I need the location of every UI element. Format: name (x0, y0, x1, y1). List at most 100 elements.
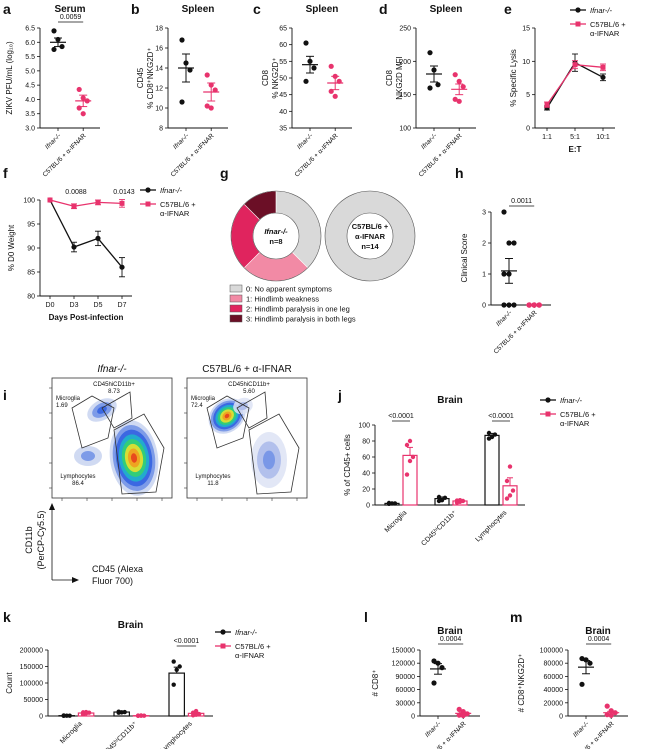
y-tick-label: 50 (279, 76, 287, 83)
data-point (51, 28, 57, 34)
p-value: <0.0001 (488, 413, 514, 420)
y-axis-label: CD8 (385, 69, 394, 86)
series-marker (95, 199, 101, 205)
series-marker (544, 102, 550, 108)
data-point (511, 302, 517, 308)
y-tick-label: 150000 (20, 664, 43, 671)
gate-outline (113, 413, 165, 495)
y-tick-label: 65 (279, 26, 287, 33)
y-axis-label: # CD8⁺NKG2D⁺ (517, 654, 526, 713)
data-point (177, 664, 182, 669)
panel-letter-i: i (3, 387, 7, 403)
y-tick-label: 100000 (540, 648, 563, 655)
y-tick-label: 200000 (20, 648, 43, 655)
y-tick-label: 120000 (392, 661, 415, 668)
series-marker (119, 200, 125, 206)
y-tick-label: 0 (526, 126, 530, 133)
legend-swatch (229, 314, 243, 323)
data-point (427, 50, 433, 56)
legend-marker (545, 411, 551, 417)
series-marker (71, 203, 77, 209)
data-point (76, 86, 82, 93)
y-tick-label: 5.0 (25, 68, 35, 75)
category-label: C57BL/6 + α-IFNAR (493, 309, 539, 355)
category-label: C57BL/6 + α-IFNAR (294, 132, 340, 178)
y-axis-label: % NKG2D⁺ (271, 57, 280, 98)
data-point (452, 72, 458, 78)
category-label: C57BL/6 + α-IFNAR (42, 132, 88, 178)
y-tick-label: 100000 (20, 681, 43, 688)
legend-f: Ifnar-/-C57BL/6 +α-IFNAR (140, 186, 196, 218)
legend-marker (545, 397, 551, 403)
data-point (193, 708, 199, 714)
data-point (80, 111, 86, 117)
data-point (328, 63, 334, 69)
data-point (604, 703, 610, 709)
data-point (187, 67, 193, 73)
series-line (49, 199, 123, 207)
data-point (404, 442, 410, 448)
y-axis-label: % of CD45+ cells (343, 434, 352, 496)
data-point (67, 713, 72, 718)
y-axis-label: % Specific Lysis (509, 49, 518, 107)
p-value: <0.0001 (174, 638, 200, 645)
y-tick-label: 60000 (396, 687, 416, 694)
data-point (489, 434, 495, 440)
y-tick-label: 0 (482, 303, 486, 310)
legend-label: 2: Hindlimb paralysis in one leg (246, 305, 350, 314)
flow-plot-ifnar: Ifnar-/-CD45hiCD11b+8.73Microglia1.69Lym… (49, 364, 173, 501)
chart-title: Serum (54, 4, 85, 15)
y-tick-label: 80 (27, 294, 35, 301)
data-point (442, 495, 448, 500)
arrow-head (72, 577, 79, 583)
gate-label: Microglia (56, 396, 81, 402)
donut-outline (324, 190, 416, 282)
category-label: Ifnar-/- (172, 132, 191, 151)
data-point (386, 500, 392, 506)
gate-value: 11.8 (207, 481, 219, 487)
data-point (303, 78, 309, 84)
legend-label: 1: Hindlimb weakness (246, 295, 319, 304)
category-label: Ifnar-/- (296, 132, 315, 151)
donut-ifnar: Ifnar-/-n=8 (230, 190, 322, 282)
flow-plot-c57: C57BL/6 + α-IFNARCD45hiCD11b+5.60Microgl… (184, 364, 308, 501)
data-point (427, 85, 433, 91)
y-tick-label: 95 (27, 222, 35, 229)
y-tick-label: 30000 (396, 700, 416, 707)
bar (484, 434, 500, 506)
data-point (138, 713, 144, 718)
panel-letter-f: f (3, 165, 8, 181)
density-cloud (238, 401, 248, 411)
chart-title: Brain (118, 620, 144, 631)
series-marker (47, 197, 53, 203)
legend-k: Ifnar-/-C57BL/6 +α-IFNAR (215, 628, 271, 660)
data-point (583, 657, 589, 663)
data-point (504, 496, 510, 501)
legend-marker (145, 187, 151, 193)
y-tick-label: 250 (399, 26, 411, 33)
category-label: CD45ʰⁱCD11b⁺ (100, 720, 139, 749)
p-value: 0.0143 (113, 189, 135, 196)
legend-swatch (229, 284, 243, 293)
gate-outline (101, 391, 133, 429)
data-point (311, 65, 317, 71)
data-point (431, 658, 437, 664)
chart-title: Spleen (430, 4, 463, 15)
data-point (456, 706, 462, 713)
legend-label: 3: Hindlimb paralysis in both legs (246, 315, 356, 324)
p-value: 0.0059 (60, 14, 82, 21)
y-tick-label: 60 (279, 42, 287, 49)
y-tick-label: 10 (522, 59, 530, 66)
flow-x-label: CD45 (Alexa (92, 564, 143, 574)
flow-title: C57BL/6 + α-IFNAR (202, 364, 291, 375)
y-tick-label: 45 (279, 92, 287, 99)
category-label: C57BL/6 + α-IFNAR (170, 132, 216, 178)
data-point (456, 78, 462, 84)
y-tick-label: 1 (482, 272, 486, 279)
data-point (510, 488, 516, 493)
flow-y-label: (PerCP-Cy5.5) (36, 510, 46, 569)
y-tick-label: 0 (411, 714, 415, 721)
